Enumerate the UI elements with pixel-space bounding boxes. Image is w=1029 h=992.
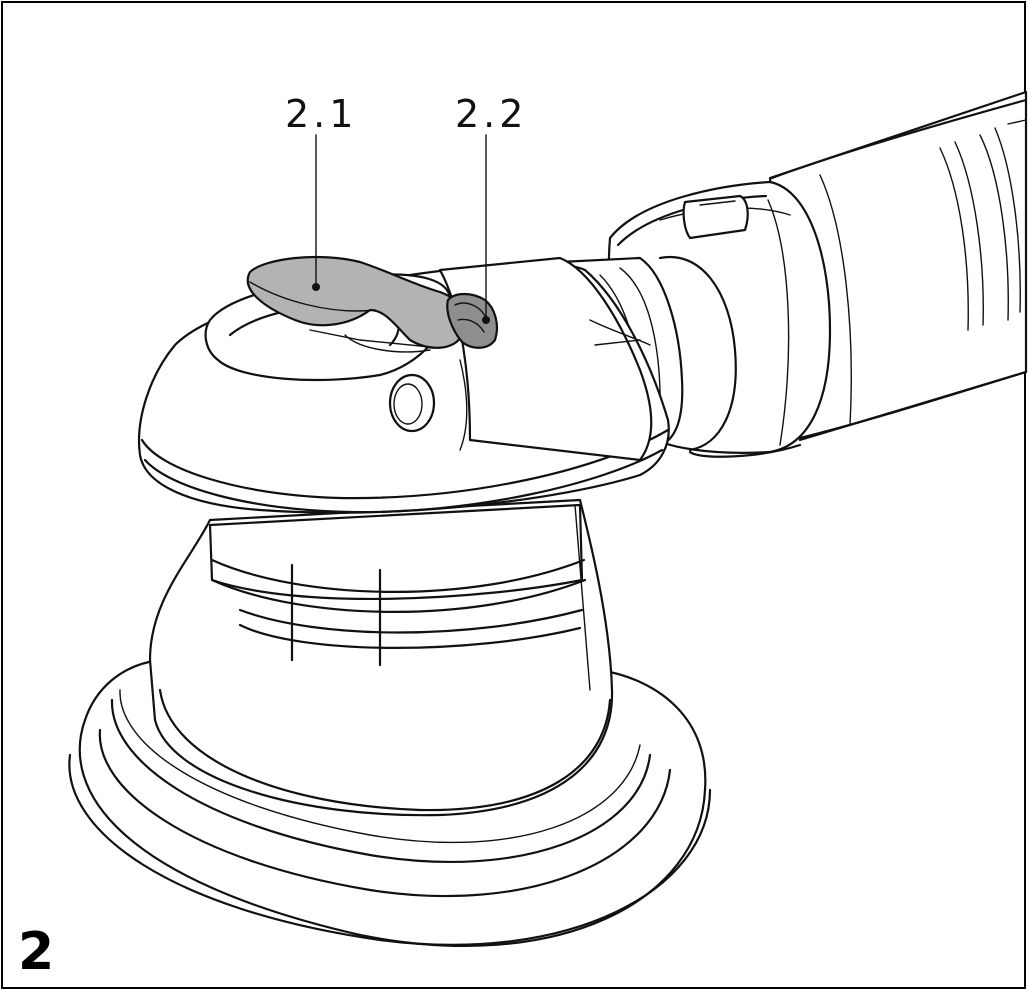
hose-handle: [768, 90, 1028, 442]
sander-body: [148, 498, 614, 817]
callout-label-2-2: 2.2: [455, 92, 528, 136]
figure-number: 2: [18, 922, 55, 982]
callout-2-2-leader: [482, 134, 490, 324]
throttle-lever: [246, 255, 467, 353]
speed-regulator: [446, 292, 499, 349]
callout-label-2-1: 2.1: [285, 92, 358, 136]
callout-2-1-leader: [312, 134, 320, 291]
